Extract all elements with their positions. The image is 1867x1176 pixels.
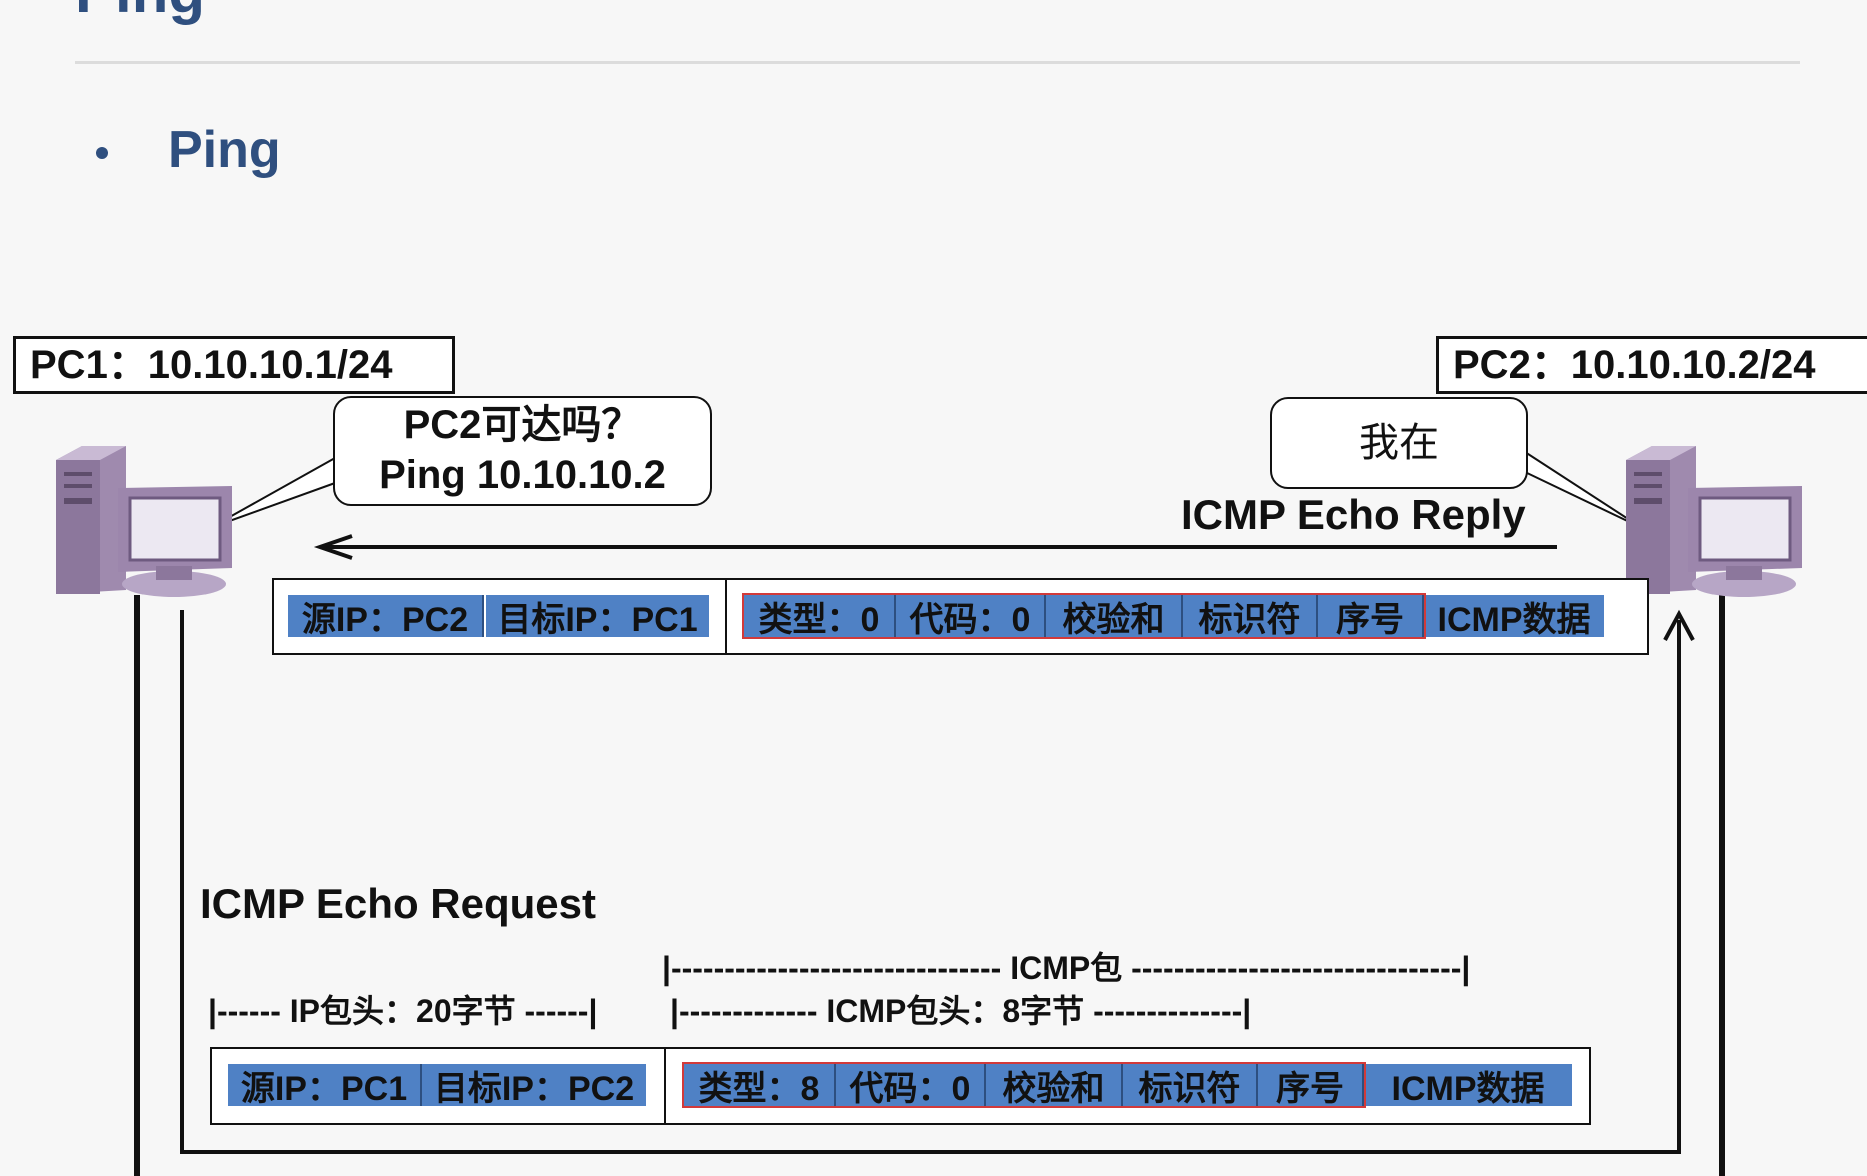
pc2-bubble-text: 我在 [1359,420,1439,466]
reply-packet: 源IP：PC2 目标IP：PC1 类型：0 代码：0 校验和 标识符 序号 IC… [272,578,1649,655]
bullet-dot [96,147,108,159]
pc2-speech-bubble: 我在 [1270,397,1528,489]
bullet-heading: Ping [168,121,281,179]
reply-field-checksum: 校验和 [1046,595,1183,639]
packet-separator [664,1049,666,1123]
request-field-sequence: 序号 [1258,1064,1364,1108]
request-field-src-ip: 源IP：PC1 [228,1064,422,1108]
reply-field-sequence: 序号 [1318,595,1424,639]
reply-field-src-ip: 源IP：PC2 [288,595,484,639]
pc1-bubble-line1: PC2可达吗？ [403,403,642,447]
packet-separator [725,580,727,653]
request-field-identifier: 标识符 [1123,1064,1258,1108]
reply-field-dst-ip: 目标IP：PC1 [486,595,709,639]
request-field-type: 类型：8 [684,1064,836,1108]
request-field-code: 代码：0 [836,1064,986,1108]
desktop-computer-icon [1626,446,1802,597]
icmp-packet-bracket: |------------------------------- ICMP包 -… [662,950,1471,986]
desktop-computer-icon [56,446,232,597]
icmp-header-bracket: |------------- ICMP包头：8字节 --------------… [670,993,1252,1029]
pc1-address-label: PC1：10.10.10.1/24 [13,336,455,394]
pc2-address-label: PC2：10.10.10.2/24 [1436,336,1867,394]
reply-field-code: 代码：0 [896,595,1046,639]
request-field-dst-ip: 目标IP：PC2 [422,1064,646,1108]
reply-field-identifier: 标识符 [1183,595,1318,639]
reply-field-type: 类型：0 [744,595,896,639]
title-divider [75,61,1800,64]
reply-label: ICMP Echo Reply [1181,491,1526,538]
request-label: ICMP Echo Request [200,880,596,927]
page-title: Ping [75,0,205,22]
reply-field-data: ICMP数据 [1424,595,1604,639]
request-field-data: ICMP数据 [1364,1064,1572,1108]
reply-arrowhead [313,534,353,560]
request-packet: 源IP：PC1 目标IP：PC2 类型：8 代码：0 校验和 标识符 序号 IC… [210,1047,1591,1125]
pc1-speech-bubble: PC2可达吗？ Ping 10.10.10.2 [333,396,712,506]
request-arrowhead [1663,609,1695,641]
ip-header-bracket: |------ IP包头：20字节 ------| [208,993,598,1029]
request-field-checksum: 校验和 [986,1064,1123,1108]
pc1-bubble-line2: Ping 10.10.10.2 [379,453,666,497]
